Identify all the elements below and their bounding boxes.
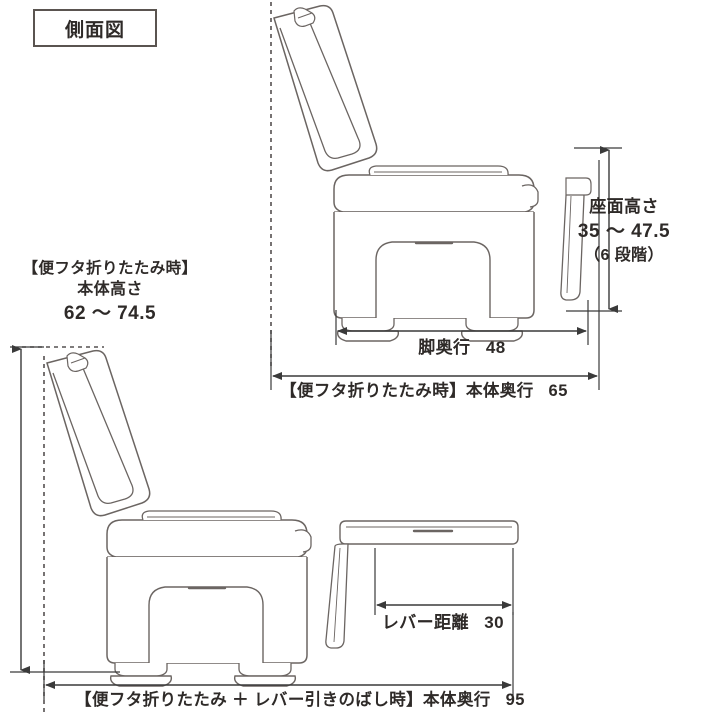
seat-height-line1: 座面高さ bbox=[589, 197, 659, 216]
lower-extended-lever bbox=[325, 520, 519, 649]
view-title-label: 側面図 bbox=[64, 19, 125, 41]
body-height-dimension-label: 【便フタ折りたたみ時】 本体高さ 62 〜 74.5 bbox=[23, 258, 198, 328]
leg-depth-value: 48 bbox=[485, 338, 506, 357]
total-depth-dimension bbox=[43, 612, 514, 700]
body-height-dimension bbox=[10, 345, 120, 674]
body-depth-dimension-label: 【便フタ折りたたみ時】本体奥行 65 bbox=[280, 381, 568, 402]
lower-view-group bbox=[10, 345, 519, 712]
total-depth-value: 95 bbox=[505, 691, 525, 709]
body-depth-dimension bbox=[270, 160, 600, 390]
seat-height-dimension bbox=[566, 146, 622, 313]
seat-height-line2: 35 〜 47.5 bbox=[577, 220, 671, 242]
lower-lid bbox=[46, 349, 151, 517]
lever-distance-dimension-label: レバー距離 30 bbox=[382, 612, 504, 634]
body-depth-text: 【便フタ折りたたみ時】本体奥行 bbox=[280, 382, 534, 400]
leg-depth-dimension-label: 脚奥行 48 bbox=[418, 337, 506, 359]
seat-height-dimension-label: 座面高さ 35 〜 47.5 （6 段階） bbox=[578, 196, 670, 266]
body-height-line3: 62 〜 74.5 bbox=[63, 303, 157, 325]
body-depth-value: 65 bbox=[548, 382, 568, 400]
seat-height-line3: （6 段階） bbox=[584, 246, 664, 264]
lever-distance-dimension bbox=[374, 548, 514, 615]
upper-body bbox=[332, 164, 540, 343]
lower-body bbox=[105, 509, 313, 688]
upper-retracted-lever bbox=[560, 177, 592, 301]
leg-depth-dimension bbox=[335, 300, 589, 345]
upper-lid bbox=[273, 4, 378, 172]
total-depth-text: 【便フタ折りたたみ ＋ レバー引きのばし時】本体奥行 bbox=[75, 691, 491, 709]
lever-distance-value: 30 bbox=[484, 613, 505, 632]
total-depth-dimension-label: 【便フタ折りたたみ ＋ レバー引きのばし時】本体奥行 95 bbox=[75, 690, 525, 711]
lever-distance-text: レバー距離 bbox=[381, 613, 469, 632]
view-title-box: 側面図 bbox=[33, 9, 157, 47]
leg-depth-text: 脚奥行 bbox=[418, 338, 471, 357]
upper-view-group bbox=[270, 2, 622, 390]
body-height-line2: 本体高さ bbox=[77, 281, 143, 299]
body-height-line1: 【便フタ折りたたみ時】 bbox=[22, 260, 198, 277]
